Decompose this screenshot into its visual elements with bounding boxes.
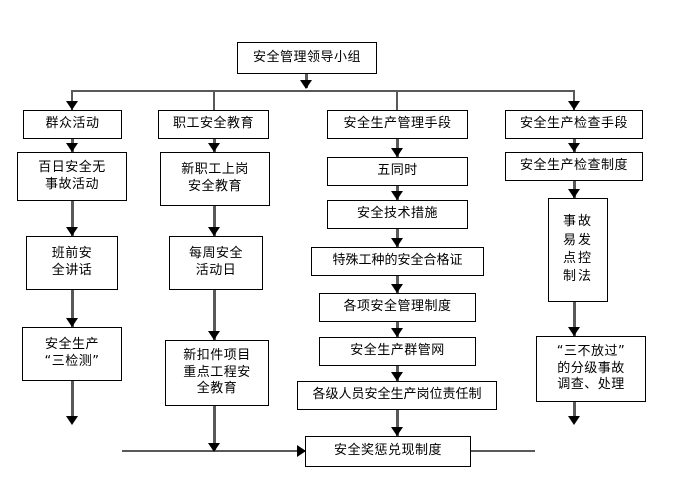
node-col3-5[interactable]: 安全生产群管网 — [319, 337, 476, 366]
node-col2-1[interactable]: 新职工上岗 安全教育 — [160, 152, 270, 206]
arrowhead-col3-2-3 — [391, 238, 403, 247]
arrowhead-col4-2-3 — [568, 327, 580, 336]
edge-col2-1-2 — [213, 206, 216, 236]
edge-col4-2-3 — [573, 302, 576, 336]
node-col1-3[interactable]: 安全生产 “三检测” — [22, 327, 122, 381]
arrowhead-col1-header — [66, 101, 78, 110]
edge-bus-to-col1 — [71, 90, 73, 110]
arrowhead-col3-3-4 — [391, 284, 403, 293]
arrowhead-col4-1-2 — [568, 189, 580, 198]
node-col2-2[interactable]: 每周安全 活动日 — [169, 236, 263, 290]
edge-bottom-right-rail — [471, 450, 535, 452]
edge-col2-3-bottom — [213, 406, 216, 451]
edge-col2-2-3 — [213, 290, 216, 340]
node-col3-3[interactable]: 特殊工种的安全合格证 — [311, 247, 484, 276]
arrowhead-col1-0-1 — [66, 143, 78, 152]
arrowhead-col3-1-2 — [391, 191, 403, 200]
arrowhead-col2-0-1 — [208, 143, 220, 152]
node-col3-2[interactable]: 安全技术措施 — [327, 200, 468, 229]
edge-col4-3-bottom — [573, 402, 576, 421]
node-col1-1[interactable]: 百日安全无 事故活动 — [17, 152, 127, 201]
edge-bus-to-col3 — [396, 90, 398, 110]
arrowhead-col2-2-3 — [208, 331, 220, 340]
arrowhead-col4-header — [568, 101, 580, 110]
node-col3-0[interactable]: 安全生产管理手段 — [327, 110, 468, 139]
node-col2-3[interactable]: 新扣件项目 重点工程安 全教育 — [165, 340, 269, 406]
arrowhead-col1-2-3 — [66, 318, 78, 327]
node-col1-2[interactable]: 班前安 全讲话 — [26, 236, 118, 290]
node-col4-2[interactable]: 事故 易发 点控 制法 — [548, 198, 608, 302]
arrowhead-col3-to-bottom — [391, 427, 403, 436]
arrowhead-col4-terminal — [568, 416, 580, 425]
node-col3-1[interactable]: 五同时 — [327, 157, 468, 186]
arrowhead-col3-5-6 — [391, 372, 403, 381]
edge-col3-6-bottom — [396, 410, 399, 436]
node-col1-0[interactable]: 群众活动 — [23, 110, 122, 139]
arrowhead-col1-terminal — [66, 416, 78, 425]
arrowhead-col4-0-1 — [568, 143, 580, 152]
arrowhead-col1-1-2 — [66, 227, 78, 236]
arrowhead-root-to-bus — [300, 80, 312, 89]
edge-col1-1-2 — [71, 201, 74, 236]
edge-col1-2-3 — [71, 290, 74, 327]
arrowhead-col2-to-bus — [208, 443, 220, 452]
node-col4-0[interactable]: 安全生产检查手段 — [505, 110, 643, 139]
arrowhead-bottom-into-node — [297, 445, 306, 457]
node-col4-3[interactable]: “三不放过” 的分级事故 调查、处理 — [536, 336, 646, 402]
edge-bus-to-col4 — [573, 90, 575, 110]
edge-col1-3-bottom — [71, 381, 74, 421]
arrowhead-col3-4-5 — [391, 328, 403, 337]
node-col4-1[interactable]: 安全生产检查制度 — [505, 152, 643, 181]
arrowhead-col3-0-1 — [391, 148, 403, 157]
node-col3-4[interactable]: 各项安全管理制度 — [319, 293, 476, 322]
edge-distribution-bus — [71, 90, 575, 92]
node-col2-0[interactable]: 职工安全教育 — [158, 110, 269, 139]
node-root[interactable]: 安全管理领导小组 — [237, 42, 377, 74]
node-bottom-reward-penalty[interactable]: 安全奖惩兑现制度 — [305, 436, 471, 467]
edge-bus-to-col2 — [213, 90, 215, 110]
node-col3-6[interactable]: 各级人员安全生产岗位责任制 — [297, 381, 497, 410]
arrowhead-col2-1-2 — [208, 227, 220, 236]
